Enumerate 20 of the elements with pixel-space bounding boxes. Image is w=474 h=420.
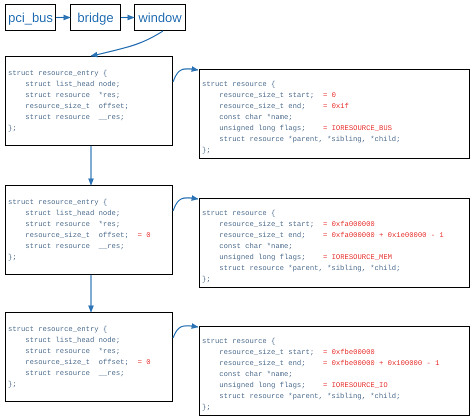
arrow [121,14,135,20]
arrow [88,275,94,313]
arrow [172,323,199,338]
box-label: bridge [77,10,114,25]
process-box [134,4,186,31]
code-box [5,312,173,402]
code-box [5,56,173,146]
arrow [172,195,199,212]
arrow [56,14,71,20]
code-box [199,326,470,416]
process-box [70,4,121,31]
code-box [199,198,470,288]
box-label: pci_bus [8,10,53,25]
arrow [172,66,199,82]
code-box [5,185,173,275]
arrow [88,146,94,186]
process-box [5,4,56,31]
arrow [90,30,164,58]
code-box [199,69,470,159]
box-label: window [138,10,182,25]
